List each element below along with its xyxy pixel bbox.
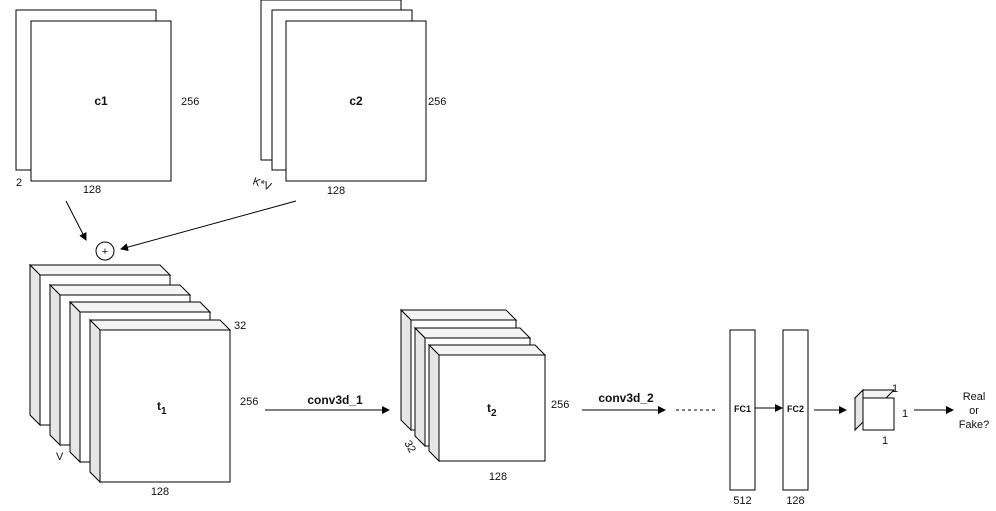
output-dim-right: 1	[902, 408, 908, 420]
conv2-label: conv3d_2	[598, 391, 654, 405]
t1-label: t1	[157, 399, 167, 417]
t2-width-label: 128	[489, 471, 507, 483]
output-text-line3: Fake?	[959, 419, 990, 431]
sum-symbol: +	[102, 246, 108, 258]
c1-depth-label: 2	[16, 177, 22, 189]
c2-depth-label: K*V	[251, 176, 274, 194]
c1-block: c1 256 128 2	[15, 9, 199, 196]
fc1-size-label: 512	[733, 495, 751, 507]
fc2-layer	[782, 329, 809, 491]
c2-height-label: 256	[428, 96, 446, 108]
output-cube-side	[854, 388, 864, 432]
t2-block: t2 256 128 32	[399, 308, 569, 483]
c2-front-panel	[285, 20, 427, 182]
real-or-fake-label: Real or Fake?	[959, 391, 990, 431]
fc2-label: FC2	[787, 404, 804, 414]
fc1-layer	[729, 329, 756, 491]
fc2-block: FC2 128	[782, 329, 809, 507]
output-text-line2: or	[969, 405, 979, 417]
t1-count-label: V	[56, 451, 64, 463]
t1-block: t1 32 256 128 V	[28, 263, 258, 498]
t1-depth-label: 32	[234, 320, 246, 332]
c1-label: c1	[94, 94, 108, 108]
output-cube: 1 1 1	[853, 383, 908, 447]
t2-prism-3	[427, 343, 547, 463]
t2-label: t2	[487, 401, 497, 419]
c1-height-label: 256	[181, 96, 199, 108]
c1-front-panel	[30, 20, 172, 182]
output-cube-front	[862, 397, 895, 431]
c2-width-label: 128	[327, 185, 345, 197]
fc2-size-label: 128	[786, 495, 804, 507]
conv2-connection: conv3d_2	[582, 391, 718, 414]
fc1-block: FC1 512	[729, 329, 756, 507]
c2-block: c2 256 128 K*V	[251, 0, 446, 197]
t1-prism-4	[88, 318, 232, 484]
t2-height-label: 256	[551, 399, 569, 411]
c1-width-label: 128	[83, 184, 101, 196]
output-dim-bottom: 1	[882, 435, 888, 447]
t1-height-label: 256	[240, 396, 258, 408]
t2-depth-label: 32	[401, 439, 418, 456]
fc1-label: FC1	[734, 404, 751, 414]
sum-node: +	[95, 241, 115, 261]
c1-to-sum-arrow	[65, 200, 87, 241]
conv1-label: conv3d_1	[307, 393, 363, 407]
sum-circle	[95, 241, 115, 261]
output-dim-top: 1	[892, 383, 898, 395]
c2-to-sum-arrow	[120, 200, 297, 252]
conv1-connection: conv3d_1	[265, 393, 390, 414]
c2-label: c2	[349, 94, 363, 108]
output-text-line1: Real	[963, 391, 986, 403]
t1-width-label: 128	[151, 486, 169, 498]
